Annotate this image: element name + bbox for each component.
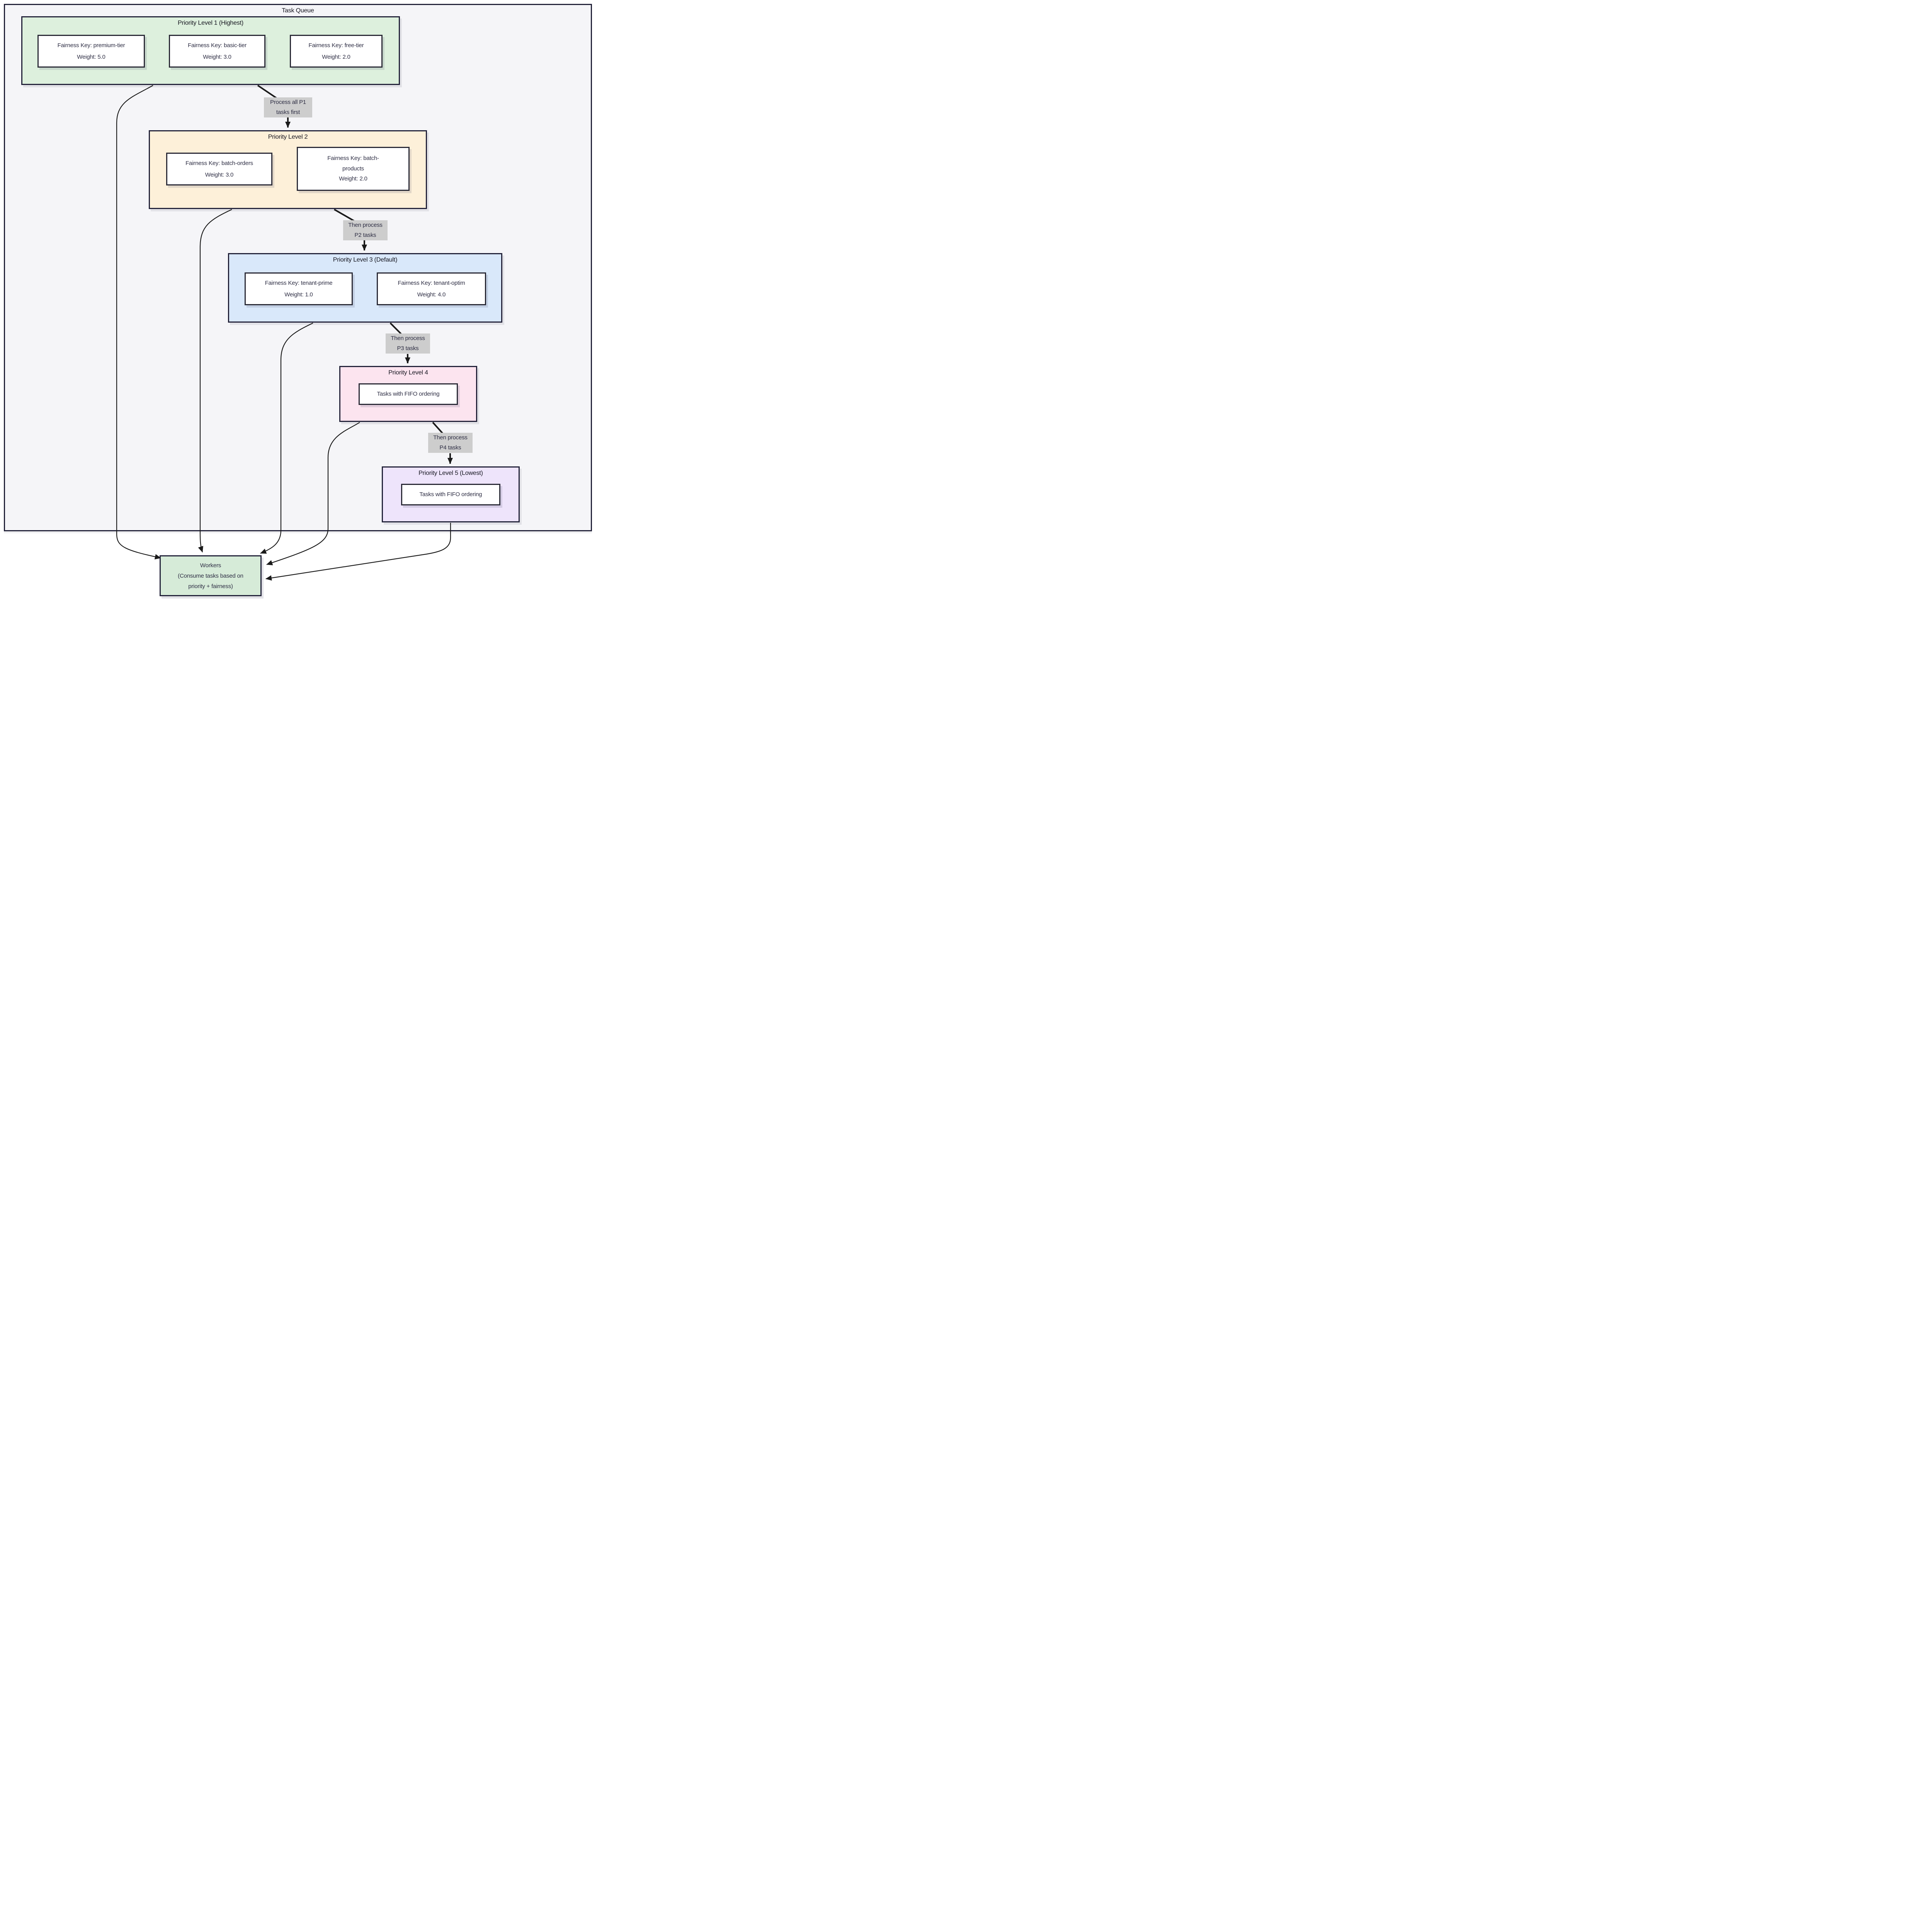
- edge-p3-to-workers: [260, 323, 313, 554]
- priority-level-1-title: Priority Level 1 (Highest): [178, 20, 243, 26]
- edge-p1-to-workers: [116, 85, 161, 560]
- node-line: Weight: 2.0: [322, 53, 350, 60]
- node-line: Fairness Key: batch-: [327, 155, 379, 162]
- edge-label-line: Process all P1: [270, 99, 306, 106]
- workers-node: Workers (Consume tasks based on priority…: [160, 555, 262, 596]
- node-line: Fairness Key: basic-tier: [188, 42, 247, 49]
- workers-line: priority + fairness): [188, 583, 233, 590]
- edge-label-process-p2: Then process P2 tasks: [343, 220, 388, 240]
- node-line: Tasks with FIFO ordering: [377, 391, 440, 398]
- edge-p5-to-workers: [265, 523, 451, 581]
- node-line: Weight: 5.0: [77, 53, 105, 60]
- edge-p2-to-label: [334, 209, 355, 222]
- node-line: Weight: 3.0: [203, 53, 231, 60]
- node-line: Weight: 4.0: [417, 291, 446, 298]
- edge-label-line: Then process: [433, 434, 468, 441]
- node-line: Fairness Key: free-tier: [308, 42, 364, 49]
- edge-label-line: P4 tasks: [439, 444, 461, 451]
- node-line: Tasks with FIFO ordering: [419, 491, 482, 498]
- node-line: Fairness Key: premium-tier: [57, 42, 125, 49]
- diagram-canvas: Task Queue Priority Level 1 (Highest) Pr…: [0, 0, 596, 601]
- node-line: Weight: 1.0: [284, 291, 313, 298]
- edge-label-line: tasks first: [276, 109, 300, 116]
- task-queue-title: Task Queue: [282, 7, 314, 14]
- edge-label-process-p1: Process all P1 tasks first: [264, 97, 312, 117]
- priority-level-3-title: Priority Level 3 (Default): [333, 257, 398, 263]
- priority-level-2-title: Priority Level 2: [268, 134, 308, 140]
- edge-p1-to-label: [257, 85, 277, 99]
- edge-label-line: P2 tasks: [354, 232, 376, 238]
- node-fifo-p4: Tasks with FIFO ordering: [359, 383, 458, 405]
- priority-level-4-title: Priority Level 4: [388, 369, 428, 376]
- node-basic-tier: Fairness Key: basic-tier Weight: 3.0: [169, 35, 265, 68]
- edge-p4-to-workers: [266, 422, 360, 565]
- node-line: Fairness Key: tenant-prime: [265, 280, 333, 287]
- edge-p4-to-label: [432, 422, 444, 434]
- edge-label-line: P3 tasks: [397, 345, 419, 352]
- node-tenant-optim: Fairness Key: tenant-optim Weight: 4.0: [377, 272, 486, 305]
- priority-level-5-title: Priority Level 5 (Lowest): [418, 470, 483, 476]
- edge-p3-to-label: [389, 322, 402, 335]
- edge-label-line: Then process: [348, 222, 383, 229]
- edge-label-process-p3: Then process P3 tasks: [386, 333, 430, 354]
- workers-line: (Consume tasks based on: [178, 572, 243, 579]
- node-batch-products: Fairness Key: batch- products Weight: 2.…: [297, 147, 410, 191]
- node-premium-tier: Fairness Key: premium-tier Weight: 5.0: [37, 35, 145, 68]
- edges-layer: [116, 85, 453, 581]
- edge-p2-to-workers: [198, 209, 232, 553]
- node-line: Weight: 2.0: [339, 175, 367, 182]
- node-line: Fairness Key: batch-orders: [185, 160, 253, 167]
- node-free-tier: Fairness Key: free-tier Weight: 2.0: [290, 35, 383, 68]
- node-tenant-prime: Fairness Key: tenant-prime Weight: 1.0: [245, 272, 353, 305]
- node-batch-orders: Fairness Key: batch-orders Weight: 3.0: [166, 153, 272, 185]
- node-line: Fairness Key: tenant-optim: [398, 280, 465, 287]
- node-line: products: [342, 165, 364, 172]
- workers-line: Workers: [200, 562, 221, 569]
- edge-label-process-p4: Then process P4 tasks: [428, 433, 473, 453]
- node-line: Weight: 3.0: [205, 171, 234, 178]
- node-fifo-p5: Tasks with FIFO ordering: [401, 484, 500, 505]
- edge-label-line: Then process: [391, 335, 425, 342]
